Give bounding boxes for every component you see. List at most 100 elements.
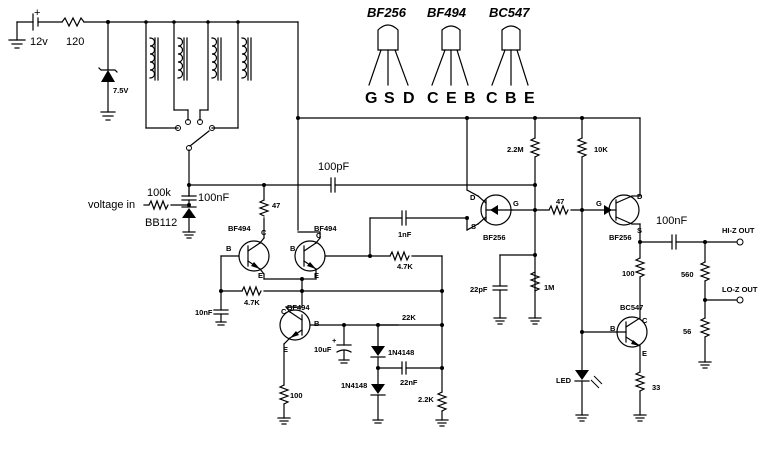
svg-text:100k: 100k — [147, 187, 171, 199]
svg-text:BF494: BF494 — [314, 224, 337, 233]
led-diode — [575, 370, 589, 380]
lo-z-out-label: LO-Z OUT — [722, 285, 758, 294]
svg-text:E: E — [446, 90, 457, 107]
svg-text:E: E — [642, 349, 647, 358]
top-rail — [296, 116, 641, 197]
svg-text:BF256: BF256 — [609, 233, 632, 242]
zener-label: 7.5V — [113, 86, 128, 95]
resistor-47-q1 — [258, 199, 270, 217]
svg-text:+: + — [34, 7, 40, 19]
svg-text:D: D — [403, 90, 415, 107]
svg-text:C: C — [486, 90, 498, 107]
resistor-120-label: 120 — [66, 36, 84, 48]
svg-text:100nF: 100nF — [656, 215, 687, 227]
svg-text:100nF: 100nF — [198, 192, 229, 204]
svg-text:4.7K: 4.7K — [397, 262, 413, 271]
svg-text:1N4148: 1N4148 — [341, 381, 367, 390]
svg-text:E: E — [283, 345, 288, 354]
svg-text:C: C — [261, 228, 267, 237]
package-pinouts: BF256 G S D BF494 C E B BC547 C B E — [365, 5, 535, 107]
voltage-in-label: voltage in — [88, 199, 135, 211]
buffer-jfet-1: D S G BF256 2.2M 1M 22pF 47 — [465, 117, 607, 325]
resistor-100-out — [634, 257, 646, 278]
oscillator-pair: 47 BF494 B C E BF494 B C E 1nF — [195, 183, 468, 326]
svg-text:G: G — [513, 199, 519, 208]
band-coils — [144, 20, 299, 231]
resistor-560 — [699, 261, 711, 282]
svg-text:10nF: 10nF — [195, 308, 213, 317]
package-bc547-title: BC547 — [489, 5, 530, 20]
svg-text:D: D — [470, 193, 476, 202]
svg-text:E: E — [524, 90, 535, 107]
resistor-56 — [699, 317, 711, 338]
svg-text:22nF: 22nF — [400, 378, 418, 387]
svg-text:C: C — [316, 231, 322, 240]
svg-text:47: 47 — [556, 197, 564, 206]
varicap-diode — [182, 208, 196, 218]
resistor-4k7-b — [241, 285, 262, 297]
lo-z-out-terminal — [736, 296, 744, 304]
svg-text:100: 100 — [622, 269, 635, 278]
svg-text:B: B — [610, 324, 616, 333]
package-bf256-title: BF256 — [367, 5, 407, 20]
svg-text:56: 56 — [683, 327, 691, 336]
resistor-2m2 — [529, 137, 541, 158]
resistor-100-emitter — [278, 384, 290, 405]
resistor-47-series — [548, 204, 569, 216]
diode-1n4148-a — [371, 346, 385, 356]
hi-z-out-terminal — [736, 238, 744, 246]
zener-diode — [101, 70, 115, 82]
svg-text:BB112: BB112 — [145, 217, 177, 229]
svg-text:1M: 1M — [544, 283, 554, 292]
buffer-jfet-2: 10K G D S BF256 100nF HI-Z OUT 560 — [576, 117, 758, 371]
resistor-33 — [634, 371, 646, 392]
svg-text:C: C — [427, 90, 439, 107]
svg-text:G: G — [596, 199, 602, 208]
resistor-2k2 — [436, 391, 448, 412]
svg-text:B: B — [290, 244, 296, 253]
svg-text:LED: LED — [556, 376, 572, 385]
svg-text:10uF: 10uF — [314, 345, 332, 354]
svg-text:4.7K: 4.7K — [244, 298, 260, 307]
svg-text:1N4148: 1N4148 — [388, 348, 414, 357]
package-bf494-title: BF494 — [427, 5, 467, 20]
hi-z-out-label: HI-Z OUT — [722, 226, 755, 235]
svg-text:100pF: 100pF — [318, 161, 349, 173]
resistor-10k — [576, 137, 588, 158]
svg-text:100: 100 — [290, 391, 303, 400]
svg-text:22K: 22K — [402, 313, 416, 322]
svg-text:10K: 10K — [594, 145, 608, 154]
svg-text:C: C — [281, 307, 287, 316]
svg-text:BC547: BC547 — [620, 303, 643, 312]
svg-text:+: + — [332, 336, 337, 345]
svg-text:1nF: 1nF — [398, 230, 412, 239]
resistor-4k7-a — [389, 250, 410, 262]
tuning-input: voltage in 100k 100nF BB112 100pF — [88, 161, 536, 239]
svg-text:BF256: BF256 — [483, 233, 506, 242]
svg-text:B: B — [314, 319, 320, 328]
svg-text:C: C — [642, 316, 648, 325]
svg-text:B: B — [505, 90, 517, 107]
resistor-120 — [61, 16, 85, 28]
svg-text:560: 560 — [681, 270, 694, 279]
svg-text:22pF: 22pF — [470, 285, 488, 294]
svg-text:D: D — [637, 192, 643, 201]
current-source: BF494 C B E 100 10uF + 1N4148 1N4 — [277, 255, 449, 427]
power-supply: 12v + 120 7.5V — [8, 7, 299, 121]
band-switch — [189, 130, 210, 147]
svg-text:E: E — [258, 271, 263, 280]
led-driver: BC547 B C E 33 LED — [556, 303, 660, 422]
resistor-1m — [529, 271, 541, 292]
resistor-100k — [148, 199, 169, 211]
svg-text:2.2M: 2.2M — [507, 145, 524, 154]
svg-text:BF494: BF494 — [287, 303, 310, 312]
diode-1n4148-b — [371, 384, 385, 394]
svg-text:B: B — [226, 244, 232, 253]
battery-voltage: 12v — [30, 36, 48, 48]
svg-text:47: 47 — [272, 201, 280, 210]
svg-text:G: G — [365, 90, 377, 107]
svg-text:33: 33 — [652, 383, 660, 392]
svg-text:BF494: BF494 — [228, 224, 251, 233]
svg-text:2.2K: 2.2K — [418, 395, 434, 404]
